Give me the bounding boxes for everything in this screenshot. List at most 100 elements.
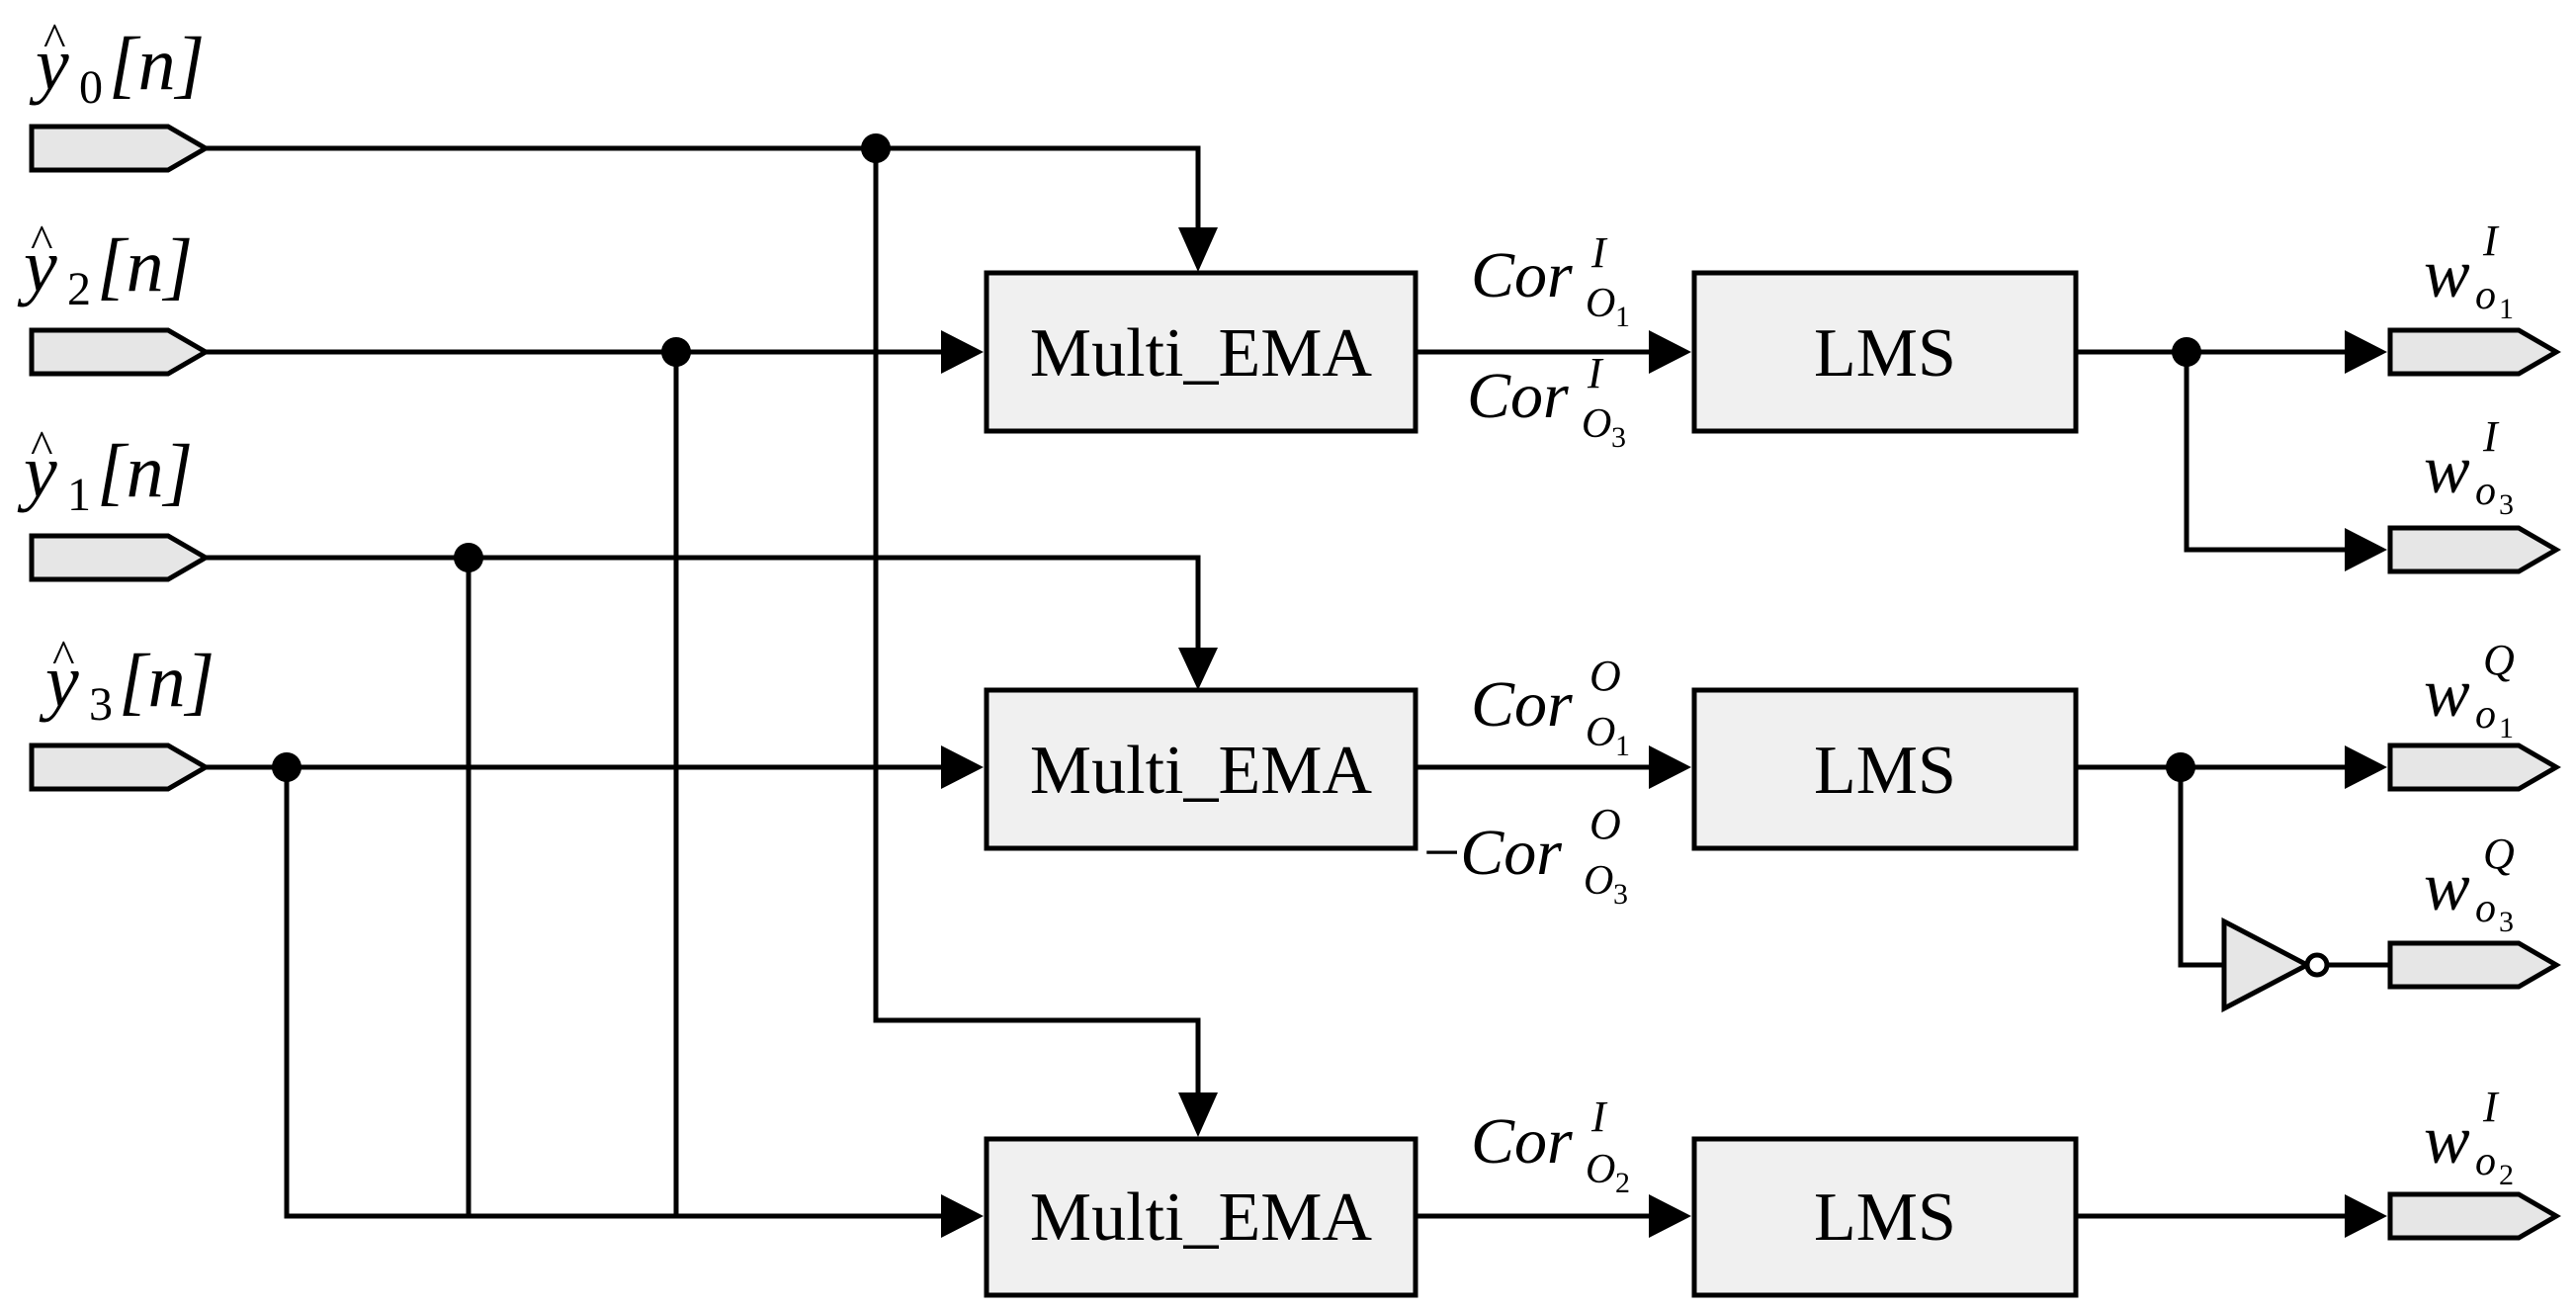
- output-sub: o: [2475, 1139, 2496, 1184]
- wire-lms1-branch: [2184, 349, 2348, 553]
- multi-ema-box-1: [984, 270, 1418, 434]
- signal-subsub: 3: [1611, 421, 1626, 454]
- output-label: w I o 2: [2424, 1083, 2514, 1191]
- signal-sub: O: [1586, 710, 1615, 755]
- multi-ema-box-2: [984, 687, 1418, 851]
- arrow-into-lms2: [1649, 745, 1691, 789]
- output-name: w: [2424, 849, 2470, 925]
- lms-label: LMS: [1814, 1179, 1956, 1256]
- input-sub: 1: [67, 469, 91, 521]
- inverter: [2221, 917, 2330, 1013]
- lms-box-1: [1691, 270, 2079, 434]
- signal-base: Cor: [1471, 1105, 1573, 1178]
- lms-label: LMS: [1814, 733, 1956, 809]
- hat-accent: ^: [51, 631, 74, 683]
- wire-y0-down: [873, 145, 1201, 1100]
- input-var: y: [17, 430, 57, 513]
- arrow-y3-into-ema2: [941, 745, 984, 789]
- signal-subsub: 3: [1613, 878, 1628, 911]
- input-arg: [n]: [97, 430, 193, 513]
- output-ports: [2387, 327, 2561, 1241]
- inverter-bubble: [2304, 952, 2330, 978]
- input-arg: [n]: [97, 224, 193, 307]
- lms-block: LMS: [1691, 1136, 2079, 1298]
- wire-y3-down: [284, 764, 950, 1219]
- arrow-into-lms3: [1649, 1194, 1691, 1238]
- input-label-y1: ^ y 1 [n]: [17, 421, 193, 521]
- arrow-out-w1I: [2345, 330, 2387, 374]
- signal-sub: O: [1586, 281, 1615, 326]
- multi-ema-block: Multi_EMA: [984, 1136, 1418, 1298]
- signal-name: Cor: [1471, 668, 1573, 741]
- arrow-into-lms1: [1649, 330, 1691, 374]
- multi-ema-block: Multi_EMA: [984, 687, 1418, 851]
- junction-dot: [661, 337, 691, 367]
- signal-sup: I: [1590, 1092, 1608, 1141]
- signal-base: Cor: [1471, 239, 1573, 311]
- signal-sup: O: [1589, 652, 1621, 700]
- wires: [203, 145, 2389, 1219]
- signal-name: Cor: [1471, 1105, 1573, 1178]
- output-sup: I: [2482, 1083, 2500, 1131]
- output-label: w I o 3: [2424, 412, 2514, 521]
- output-port-w1I: [2387, 327, 2561, 377]
- signal-name: −Cor: [1423, 817, 1562, 889]
- output-sup: I: [2482, 412, 2500, 461]
- input-sub: 2: [67, 263, 91, 315]
- signal-sub: O: [1582, 401, 1611, 447]
- arrow-out-w3I: [2345, 528, 2387, 571]
- output-port-w1Q: [2387, 742, 2561, 792]
- output-sup: I: [2482, 217, 2500, 265]
- signal-sup: I: [1587, 349, 1604, 397]
- signal-subsub: 1: [1615, 730, 1630, 762]
- output-port-w3Q: [2387, 940, 2561, 990]
- output-subsub: 3: [2499, 488, 2514, 521]
- arrow-y1-into-ema2: [1178, 648, 1218, 690]
- output-sub: o: [2475, 692, 2496, 738]
- lms-box-2: [1691, 687, 2079, 851]
- hat-accent: ^: [43, 14, 65, 66]
- wire-y0-main: [203, 145, 1201, 240]
- signal-base: Cor: [1460, 817, 1562, 889]
- multi-ema-label: Multi_EMA: [1030, 1179, 1373, 1256]
- lms-label: LMS: [1814, 315, 1956, 392]
- signal-base: Cor: [1467, 360, 1569, 432]
- signal-prefix: −: [1423, 817, 1460, 889]
- output-subsub: 3: [2499, 906, 2514, 938]
- signal-label: Cor I O 1: [1471, 228, 1630, 333]
- signal-subsub: 1: [1615, 301, 1630, 333]
- output-name: w: [2424, 432, 2470, 508]
- multi-ema-label: Multi_EMA: [1030, 315, 1373, 392]
- junction-dot: [2166, 752, 2195, 782]
- output-label: w Q o 1: [2424, 636, 2515, 744]
- arrow-y0-into-ema1: [1178, 227, 1218, 272]
- input-port-y0: [29, 124, 211, 173]
- input-sub: 3: [89, 678, 113, 731]
- input-ports: [29, 124, 211, 792]
- output-subsub: 1: [2499, 293, 2514, 325]
- lms-box-3: [1691, 1136, 2079, 1298]
- multi-ema-label: Multi_EMA: [1030, 733, 1373, 809]
- junction-dot: [454, 543, 483, 572]
- output-name: w: [2424, 236, 2470, 312]
- junctions: [272, 133, 2201, 782]
- signal-label: Cor O O 1: [1471, 652, 1630, 762]
- output-subsub: 1: [2499, 712, 2514, 744]
- input-arg: [n]: [119, 640, 215, 723]
- input-label-y2: ^ y 2 [n]: [17, 216, 193, 315]
- signal-label: −Cor O O 3: [1423, 800, 1628, 911]
- output-sup: Q: [2483, 636, 2515, 684]
- signal-name: Cor: [1467, 360, 1569, 432]
- input-port-y2: [29, 327, 211, 377]
- input-sub: 0: [79, 61, 103, 114]
- output-label: w Q o 3: [2424, 830, 2515, 938]
- junction-dot: [2172, 337, 2201, 367]
- signal-sup: O: [1589, 800, 1621, 848]
- lms-block: LMS: [1691, 687, 2079, 851]
- inverter-triangle: [2221, 917, 2313, 1013]
- output-port-w3I: [2387, 525, 2561, 574]
- multi-ema-box-3: [984, 1136, 1418, 1298]
- wire-lms2-branch: [2178, 764, 2225, 968]
- signal-sub: O: [1584, 858, 1613, 904]
- signal-base: Cor: [1471, 668, 1573, 741]
